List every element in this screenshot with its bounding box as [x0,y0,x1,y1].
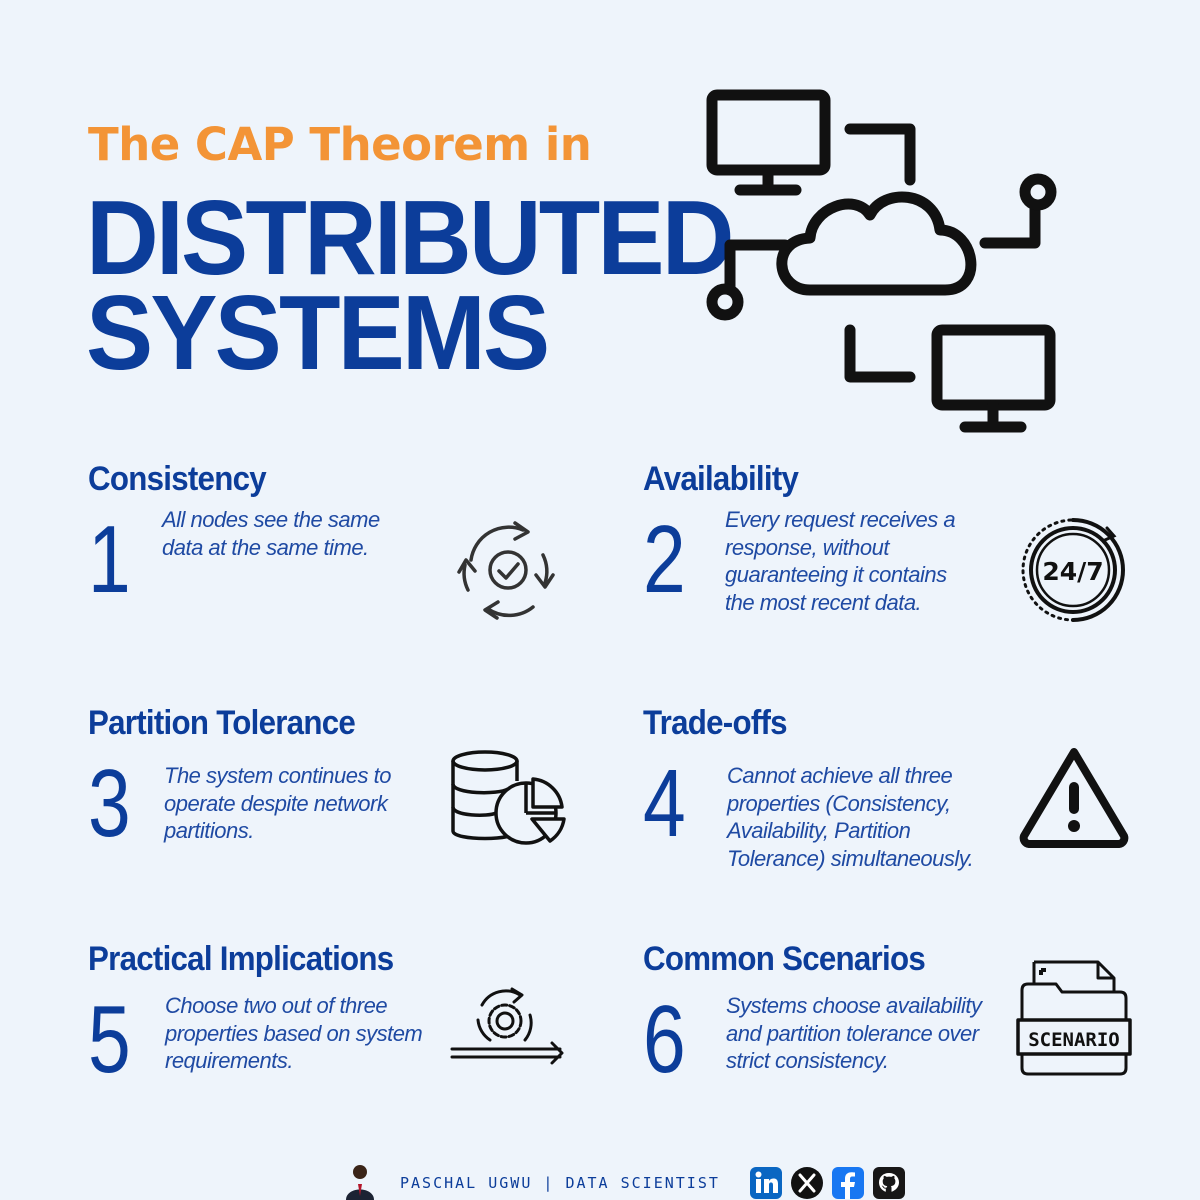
cloud-network-icon [706,89,1057,433]
icon-label: SCENARIO [1028,1029,1120,1051]
card-number: 1 [88,506,131,613]
card-title: Partition Tolerance [88,704,356,742]
card-title: Practical Implications [88,940,394,978]
card-description: All nodes see the same data at the same … [162,507,380,560]
card-number: 2 [643,506,686,613]
card-description: Choose two out of three properties based… [165,993,423,1073]
scenario-folder-icon: SCENARIO [1016,960,1132,1076]
sync-check-icon [457,521,555,620]
gear-arrow-icon [450,987,564,1065]
24-7-icon: 24/7 [1021,518,1126,622]
page-subtitle: The CAP Theorem in [88,118,592,171]
avatar [346,1165,374,1200]
github-icon[interactable] [872,1166,906,1200]
card-number: 6 [643,986,686,1093]
page-title-line-1: DISTRIBUTED [86,179,734,297]
database-pie-icon [451,750,566,845]
card-consistency: Consistency 1 All nodes see the same dat… [88,460,608,660]
footer-author: PASCHAL UGWU | DATA SCIENTIST [400,1174,720,1192]
card-number: 4 [643,750,686,857]
card-description: Cannot achieve all three properties (Con… [727,763,974,871]
linkedin-icon[interactable] [749,1166,783,1200]
card-number: 3 [88,750,131,857]
icon-label: 24/7 [1042,557,1103,586]
card-title: Consistency [88,460,267,498]
card-title: Availability [643,460,799,498]
card-title: Common Scenarios [643,940,926,978]
card-common-scenarios: Common Scenarios 6 Systems choose availa… [643,940,1163,1140]
card-description: The system continues to operate despite … [164,763,391,843]
card-availability: Availability 2 Every request receives a … [643,460,1163,660]
card-title: Trade-offs [643,704,788,742]
card-practical-implications: Practical Implications 5 Choose two out … [88,940,608,1140]
card-number: 5 [88,986,131,1093]
card-partition-tolerance: Partition Tolerance 3 The system continu… [88,704,608,904]
card-trade-offs: Trade-offs 4 Cannot achieve all three pr… [643,704,1163,904]
card-description: Every request receives a response, witho… [725,507,956,615]
card-description: Systems choose availability and partitio… [726,993,982,1073]
page-title-line-2: SYSTEMS [86,274,550,392]
warning-icon [1019,748,1129,848]
x-icon[interactable] [790,1166,824,1200]
facebook-icon[interactable] [831,1166,865,1200]
